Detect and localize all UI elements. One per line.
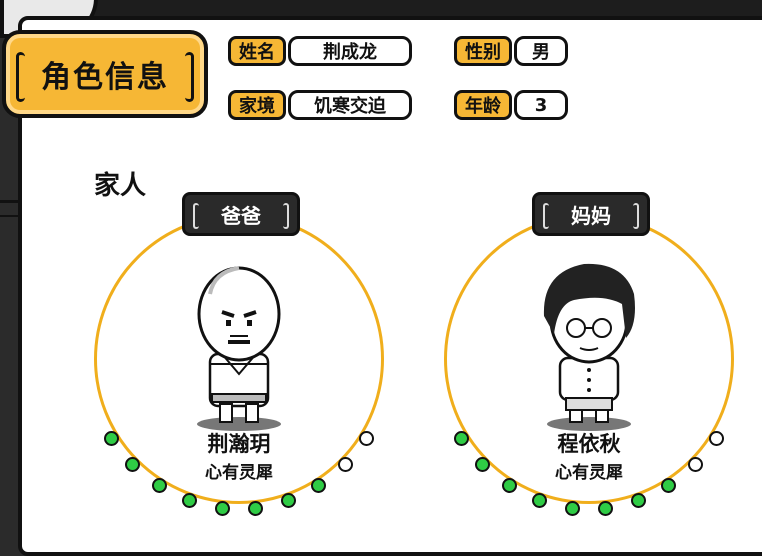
role-label: 爸爸	[221, 203, 261, 228]
family-member-card[interactable]: 妈妈 程依秋 心有灵犀	[444, 192, 734, 516]
family-member-card[interactable]: 爸爸 荆瀚玥 心有灵犀	[94, 192, 384, 516]
affinity-dot	[151, 478, 167, 494]
affinity-dot	[687, 457, 703, 473]
affinity-dot	[475, 457, 491, 473]
affinity-dot	[214, 500, 230, 516]
affinity-dot	[248, 500, 264, 516]
affinity-dot	[631, 493, 647, 509]
affinity-dot	[281, 493, 297, 509]
mother-avatar	[543, 263, 635, 431]
family-section-title: 家人	[94, 171, 147, 201]
family-label: 家境	[228, 90, 286, 120]
family-value: 饥寒交迫	[288, 90, 412, 120]
gender-value: 男	[514, 36, 568, 66]
profile-family-row: 家境 饥寒交迫	[228, 88, 412, 122]
father-avatar	[197, 266, 281, 431]
profile-name-row: 姓名 荆成龙	[228, 34, 412, 68]
role-tag: 爸爸	[182, 192, 300, 236]
affinity-dot	[337, 457, 353, 473]
affinity-dot	[708, 430, 724, 446]
affinity-dot	[501, 478, 517, 494]
age-value: 3	[514, 90, 568, 120]
name-value: 荆成龙	[288, 36, 412, 66]
affinity-dot	[454, 430, 470, 446]
member-status: 心有灵犀	[205, 463, 273, 483]
affinity-dot	[564, 500, 580, 516]
background-line	[0, 215, 18, 217]
age-label: 年龄	[454, 90, 512, 120]
affinity-dot	[531, 493, 547, 509]
affinity-dot	[181, 493, 197, 509]
member-name: 程依秋	[557, 432, 621, 456]
background-line	[0, 200, 18, 203]
member-name: 荆瀚玥	[207, 432, 271, 456]
panel-title: 角色信息	[41, 60, 169, 95]
name-label: 姓名	[228, 36, 286, 66]
gender-label: 性别	[454, 36, 512, 66]
profile-gender-row: 性别 男	[454, 34, 568, 68]
affinity-dot	[358, 430, 374, 446]
role-tag: 妈妈	[532, 192, 650, 236]
role-label: 妈妈	[571, 203, 611, 228]
affinity-dot	[598, 500, 614, 516]
panel-title-badge: 角色信息	[2, 30, 208, 118]
affinity-dot	[104, 430, 120, 446]
affinity-dot	[661, 478, 677, 494]
affinity-dot	[311, 478, 327, 494]
profile-age-row: 年龄 3	[454, 88, 568, 122]
affinity-dot	[125, 457, 141, 473]
member-status: 心有灵犀	[555, 463, 623, 483]
